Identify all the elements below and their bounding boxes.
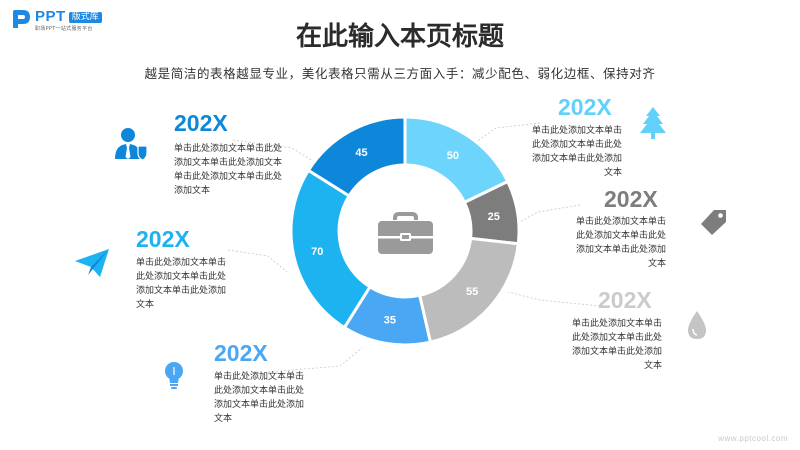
slice-value-label: 50: [447, 150, 459, 162]
callout-year: 202X: [214, 340, 268, 366]
donut-slice: [289, 168, 372, 330]
slice-value-label: 55: [466, 286, 478, 298]
watermark: www.pptcool.com: [718, 434, 788, 443]
callout-year: 202X: [598, 287, 652, 313]
connector-line: [475, 122, 541, 143]
logo-brand-text: PPT: [35, 8, 66, 25]
logo-tag: 版式库: [68, 12, 102, 23]
callout-year: 202X: [604, 186, 658, 212]
callout-text: 单击此处添加文本单击此处添加文本单击此处添加文本单击此处添加文本: [214, 372, 305, 424]
slice-value-label: 35: [384, 315, 396, 327]
connector-line: [227, 249, 288, 273]
callout-text: 单击此处添加文本单击此处添加文本单击此处添加文本单击此处添加文本: [136, 258, 227, 310]
tree-icon: [640, 107, 666, 139]
callout-text: 单击此处添加文本单击此处添加文本单击此处添加文本单击此处添加文本: [571, 319, 662, 371]
callout-text: 单击此处添加文本单击此处添加文本单击此处添加文本单击此处添加文本: [531, 126, 622, 178]
callout-text: 单击此处添加文本单击此处添加文本单击此处添加文本单击此处添加文本单击此处添加文本: [174, 144, 283, 196]
callout-text: 单击此处添加文本单击此处添加文本单击此处添加文本单击此处添加文本: [575, 217, 666, 269]
paper-plane-icon: [75, 249, 109, 277]
callout-year: 202X: [558, 94, 612, 120]
callout-year: 202X: [174, 110, 228, 136]
lightbulb-icon: [165, 362, 183, 389]
water-drop-icon: [688, 311, 706, 339]
briefcase-icon: [378, 212, 433, 254]
logo-mark-icon: [13, 10, 30, 28]
slice-value-label: 25: [488, 211, 500, 223]
page-subtitle: 越是简洁的表格越显专业，美化表格只需从三方面入手：减少配色、弱化边框、保持对齐: [144, 66, 656, 81]
user-tie-icon: [115, 128, 148, 161]
slice-value-label: 45: [355, 147, 367, 159]
connector-line: [507, 291, 601, 307]
donut-group: 50 25 55 35 70 45: [289, 115, 521, 347]
page-title: 在此输入本页标题: [295, 22, 504, 52]
price-tag-icon: [701, 210, 726, 235]
slice-value-label: 70: [311, 246, 323, 258]
connector-line: [267, 347, 363, 373]
callout-year: 202X: [136, 226, 190, 252]
logo-slogan: 职场PPT一站式服务平台: [35, 26, 93, 32]
donut-slice: [306, 115, 407, 198]
